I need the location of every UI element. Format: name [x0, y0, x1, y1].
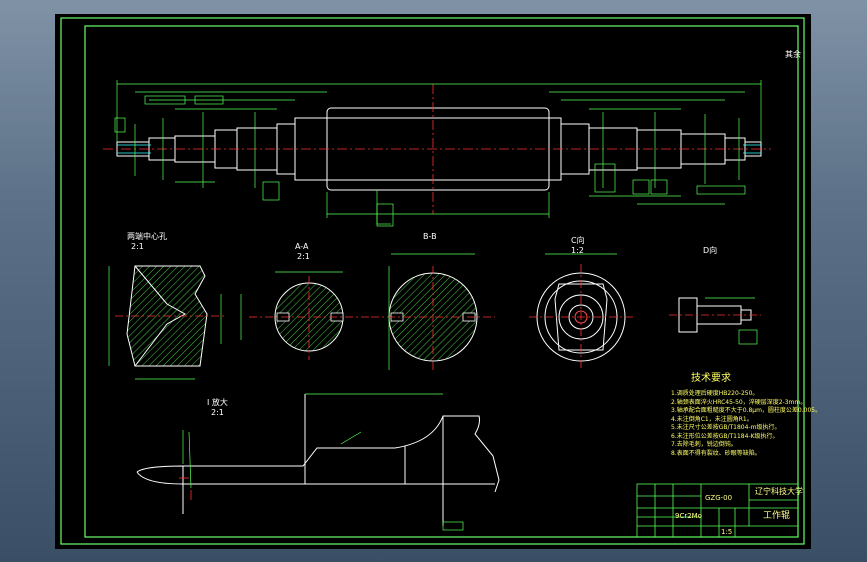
tech-req-item: 4.未注倒角C1，未注圆角R1。	[671, 415, 753, 423]
tech-req-item: 5.未注尺寸公差按GB/T1804-m级执行。	[671, 424, 781, 431]
detail-i-view	[136, 394, 500, 526]
drawing-svg	[60, 17, 805, 545]
tech-req-item: 7.去除毛刺，锐边倒钝。	[671, 441, 737, 448]
title-block-university: 辽宁科技大学	[755, 487, 803, 496]
tech-req-item: 1.调质处理后硬度HB220-250。	[671, 390, 759, 397]
center-hole-detail	[108, 265, 225, 380]
section-a-view	[240, 271, 371, 360]
inner-border	[84, 25, 799, 538]
tech-req-list: 1.调质处理后硬度HB220-250。 2.轴颈表面淬火HRC45-50，淬硬层…	[671, 390, 821, 458]
title-block-frame	[636, 483, 799, 538]
roughness-note: 其余	[785, 50, 801, 59]
view-d-title: D向	[703, 246, 718, 255]
title-block-part-name: 工作辊	[763, 511, 791, 521]
section-a-title: A-A	[295, 242, 309, 251]
detail-center-hole-title: 两端中心孔	[127, 232, 167, 241]
tech-req-item: 2.轴颈表面淬火HRC45-50，淬硬层深度2-3mm。	[671, 398, 807, 406]
section-b-title: B-B	[423, 232, 437, 241]
tech-req-title: 技术要求	[691, 373, 731, 384]
title-block-material: 9Cr2Mo	[675, 512, 702, 520]
view-d	[669, 297, 761, 333]
section-b-view	[371, 253, 495, 370]
title-block-drawing-no: GZG-00	[705, 494, 733, 502]
title-block-scale: 1:5	[721, 528, 733, 536]
dimension-lines	[116, 80, 762, 225]
detail-i-scale: 2:1	[211, 408, 224, 417]
tolerance-frames	[114, 95, 746, 227]
tech-req-item: 8.表面不得有裂纹、砂眼等缺陷。	[671, 449, 761, 457]
view-c-title: C向	[571, 236, 585, 245]
view-c-scale: 1:2	[571, 246, 584, 255]
outer-border	[60, 17, 805, 545]
section-a-scale: 2:1	[297, 252, 310, 261]
tech-req-item: 3.轴承配合面粗糙度不大于0.8μm，圆柱度公差0.005。	[671, 407, 822, 414]
tech-req-item: 6.未注形位公差按GB/T1184-K级执行。	[671, 432, 779, 440]
view-c	[529, 264, 635, 370]
detail-i-title: I 放大	[207, 398, 228, 407]
drawing-canvas[interactable]: 其余 两端中心孔 2:1 A-A 2:1 B-B C向 1:2 D向 I 放大 …	[55, 14, 821, 549]
detail-center-hole-scale: 2:1	[131, 242, 144, 251]
